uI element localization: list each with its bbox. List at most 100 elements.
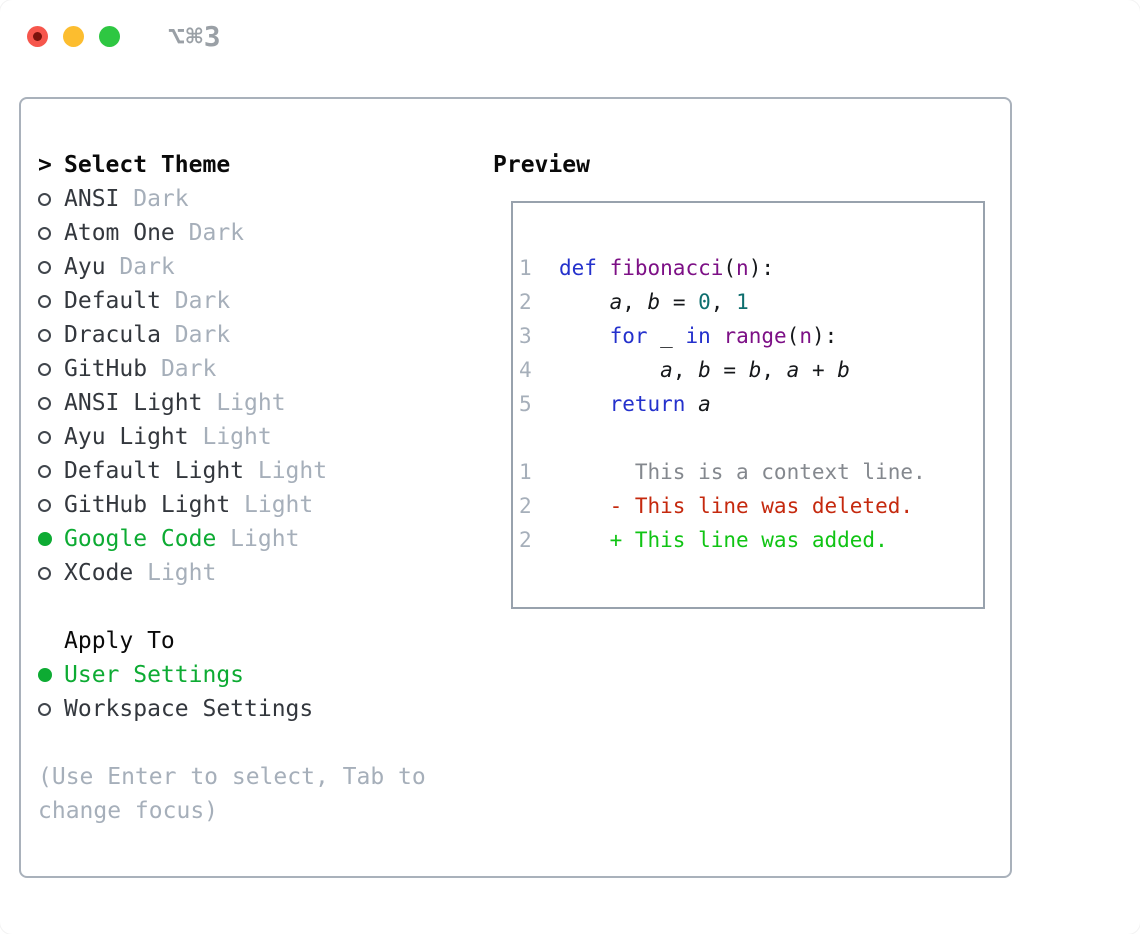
- line-number: 3: [519, 324, 532, 348]
- code-token: 1: [736, 290, 749, 314]
- code-token: b: [647, 290, 661, 314]
- filled-circle-icon: [38, 668, 52, 682]
- radio-unselected-icon: [38, 702, 64, 716]
- theme-option[interactable]: Ayu Light Light: [38, 420, 493, 454]
- spacer: [38, 726, 493, 760]
- theme-variant-tag: Dark: [147, 356, 217, 382]
- theme-variant-tag: Dark: [105, 254, 175, 280]
- theme-option[interactable]: ANSI Dark: [38, 182, 493, 216]
- radio-unselected-icon: [38, 498, 64, 512]
- code-token: [597, 256, 610, 280]
- theme-option[interactable]: GitHub Light Light: [38, 488, 493, 522]
- help-line: change focus): [38, 798, 219, 824]
- theme-variant-tag: Light: [202, 390, 286, 416]
- theme-variant-tag: Light: [188, 424, 272, 450]
- radio-unselected-icon: [38, 464, 64, 478]
- radio-unselected-icon: [38, 328, 64, 342]
- zoom-button[interactable]: [99, 26, 120, 47]
- radio-unselected-icon: [38, 226, 64, 240]
- code-token: =: [710, 358, 749, 382]
- apply-option-label: User Settings: [64, 662, 245, 688]
- theme-name: Ayu: [64, 254, 106, 280]
- code-token: ):: [811, 324, 838, 348]
- title-bar: ⌥⌘3: [0, 0, 1140, 74]
- theme-option[interactable]: Atom One Dark: [38, 216, 493, 250]
- circle-icon: [38, 566, 51, 580]
- code-line: 2 + This line was added.: [519, 523, 983, 557]
- theme-option[interactable]: Dracula Dark: [38, 318, 493, 352]
- radio-selected-icon: [38, 668, 64, 682]
- theme-option[interactable]: Ayu Dark: [38, 250, 493, 284]
- close-button[interactable]: [27, 26, 48, 47]
- apply-option[interactable]: User Settings: [38, 658, 493, 692]
- code-tokens: - This line was deleted.: [559, 494, 913, 518]
- radio-unselected-icon: [38, 430, 64, 444]
- code-token: n: [736, 256, 749, 280]
- theme-name: Google Code: [64, 526, 217, 552]
- cursor-caret-icon: >: [38, 151, 52, 178]
- code-token: ,: [710, 290, 737, 314]
- theme-variant-tag: Light: [133, 560, 217, 586]
- theme-variant-tag: Dark: [174, 220, 245, 246]
- theme-name: Default: [64, 288, 161, 314]
- code-token: + This line was added.: [559, 528, 888, 552]
- theme-option[interactable]: Google Code Light: [38, 522, 493, 556]
- code-token: ):: [748, 256, 774, 280]
- theme-variant-tag: Dark: [160, 322, 231, 348]
- code-token: in: [685, 324, 711, 348]
- circle-icon: [38, 328, 51, 342]
- theme-variant-tag: Light: [230, 492, 314, 518]
- minimize-button[interactable]: [63, 26, 84, 47]
- code-tokens: return a: [559, 392, 711, 416]
- theme-name: Dracula: [64, 322, 161, 348]
- apply-option[interactable]: Workspace Settings: [38, 692, 493, 726]
- theme-name: Default Light: [64, 458, 245, 484]
- code-token: a: [609, 290, 623, 314]
- code-token: _: [660, 324, 673, 348]
- circle-icon: [38, 396, 51, 410]
- code-token: ,: [622, 290, 648, 314]
- code-token: - This line was deleted.: [559, 494, 914, 518]
- filled-circle-icon: [38, 532, 52, 546]
- code-line: 5 return a: [519, 387, 983, 421]
- code-token: b: [748, 358, 762, 382]
- circle-icon: [38, 260, 51, 274]
- theme-name: GitHub Light: [64, 492, 231, 518]
- theme-name: ANSI Light: [64, 390, 203, 416]
- theme-option[interactable]: GitHub Dark: [38, 352, 493, 386]
- help-line: (Use Enter to select, Tab to: [38, 764, 426, 790]
- radio-unselected-icon: [38, 362, 64, 376]
- theme-option[interactable]: Default Dark: [38, 284, 493, 318]
- code-token: [711, 324, 724, 348]
- radio-selected-icon: [38, 532, 64, 546]
- radio-unselected-icon: [38, 294, 64, 308]
- code-token: ,: [672, 358, 699, 382]
- theme-option[interactable]: ANSI Light Light: [38, 386, 493, 420]
- theme-name: Ayu Light: [64, 424, 189, 450]
- theme-option[interactable]: XCode Light: [38, 556, 493, 590]
- code-token: a: [660, 358, 673, 382]
- code-tokens: This is a context line.: [559, 460, 926, 484]
- code-token: [559, 358, 660, 382]
- theme-name: GitHub: [64, 356, 148, 382]
- code-token: [673, 324, 686, 348]
- line-number: 2: [519, 528, 532, 552]
- code-tokens: + This line was added.: [559, 528, 888, 552]
- code-tokens: for _ in range(n):: [559, 324, 838, 348]
- code-line: 4 a, b = b, a + b: [519, 353, 983, 387]
- line-number: 1: [519, 256, 532, 280]
- code-token: ,: [761, 358, 787, 382]
- select-theme-title: Select Theme: [64, 152, 231, 178]
- apply-option-label: Workspace Settings: [64, 696, 314, 722]
- theme-option[interactable]: Default Light Light: [38, 454, 493, 488]
- code-token: n: [799, 324, 812, 348]
- line-number: 5: [519, 392, 532, 416]
- code-line: [519, 421, 983, 455]
- select-theme-header: > Select Theme: [38, 148, 493, 182]
- code-token: +: [799, 358, 838, 382]
